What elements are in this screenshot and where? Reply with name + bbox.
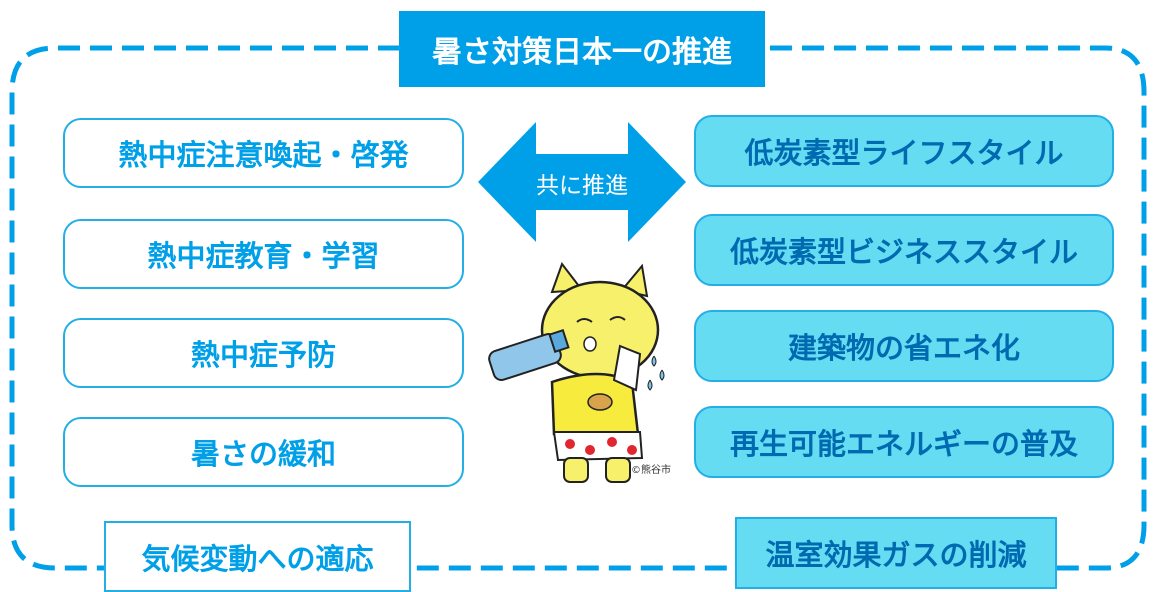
left-item-mitigation: 暑さの緩和: [63, 417, 464, 487]
climate-adaptation-label: 気候変動への適応: [104, 521, 411, 592]
right-item-buildings: 建築物の省エネ化: [694, 310, 1114, 382]
right-item-business: 低炭素型ビジネススタイル: [694, 214, 1114, 286]
mascot-credit: ©熊谷市: [631, 465, 671, 476]
ghg-reduction-label: 温室効果ガスの削減: [735, 517, 1057, 589]
right-item-lifestyle: 低炭素型ライフスタイル: [694, 115, 1114, 187]
double-arrow-icon: [478, 122, 686, 242]
left-item-prevention: 熱中症予防: [63, 318, 464, 388]
diagram-title: 暑さ対策日本一の推進: [399, 11, 765, 87]
left-item-education: 熱中症教育・学習: [63, 219, 464, 289]
left-item-awareness: 熱中症注意喚起・啓発: [63, 118, 464, 188]
mascot-illustration: [488, 262, 665, 483]
right-item-renewable: 再生可能エネルギーの普及: [694, 406, 1114, 478]
arrow-label: 共に推進: [536, 173, 628, 199]
